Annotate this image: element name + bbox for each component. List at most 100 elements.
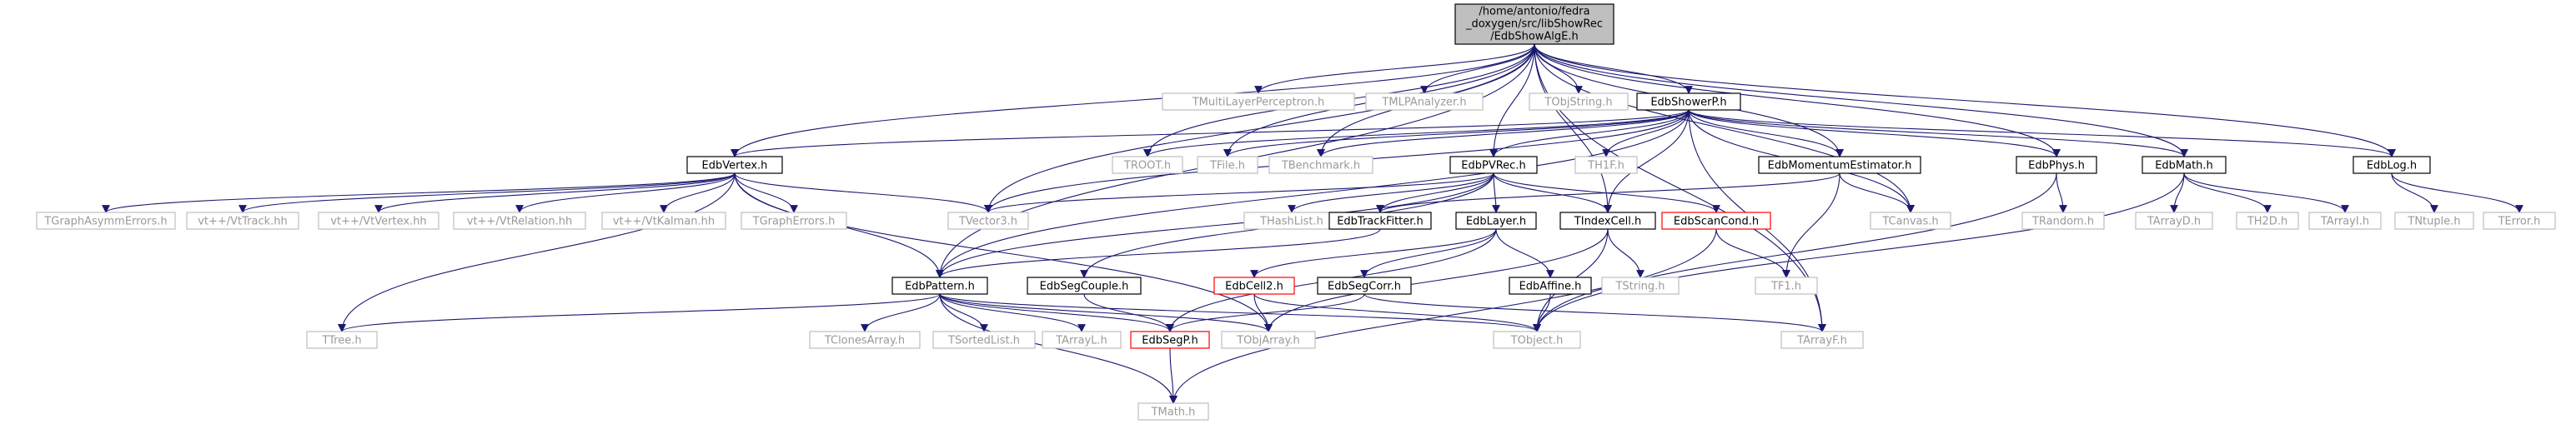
edge-vertex-to-ttree [338, 172, 736, 332]
node-label: vt++/VtKalman.hh [613, 216, 715, 228]
edge-phys-to-tobject [1533, 172, 2057, 332]
node-box [1042, 331, 1122, 349]
edge-math-to-tobject [1533, 172, 2185, 332]
edge-showerp-to-phys [1688, 109, 2061, 157]
node-showerp[interactable]: EdbShowerP.h [1636, 92, 1741, 111]
node-box [2016, 156, 2097, 174]
node-phys[interactable]: EdbPhys.h [2016, 156, 2097, 174]
node-scancond[interactable]: EdbScanCond.h [1661, 212, 1771, 230]
node-box [2308, 212, 2382, 230]
node-affine[interactable]: EdbAffine.h [1509, 277, 1592, 295]
node-label: TRandom.h [2031, 216, 2094, 228]
edge-phys-to-trandom [2056, 172, 2067, 213]
node-box [2236, 212, 2299, 230]
edge-log-to-terror [2391, 172, 2523, 213]
node-label: TClonesArray.h [824, 335, 905, 347]
node-trackfitter[interactable]: EdbTrackFitter.h [1328, 212, 1432, 230]
node-box [36, 212, 176, 230]
node-thashlist: THashList.h [1243, 212, 1340, 230]
edge-vertex-to-vtrel [515, 172, 736, 213]
node-label: vt++/VtVertex.hh [330, 216, 426, 228]
node-th1f: TH1F.h [1574, 156, 1638, 174]
node-tntuple: TNtuple.h [2394, 212, 2474, 230]
node-box [2394, 212, 2474, 230]
node-label: vt++/VtRelation.hh [467, 216, 572, 228]
node-label: EdbTrackFitter.h [1337, 216, 1424, 228]
node-segp[interactable]: EdbSegP.h [1130, 331, 1210, 349]
node-tvector3: TVector3.h [947, 212, 1029, 230]
node-momest[interactable]: EdbMomentumEstimator.h [1758, 156, 1921, 174]
node-box [1027, 277, 1142, 295]
node-label: EdbPattern.h [905, 281, 975, 293]
node-cell2[interactable]: EdbCell2.h [1213, 277, 1295, 295]
edge-showerp-to-pattern [936, 109, 1690, 278]
edge-showerp-to-pvrec [1489, 109, 1690, 157]
node-box [2353, 156, 2431, 174]
node-label: TBenchmark.h [1281, 160, 1360, 172]
node-box [1601, 277, 1680, 295]
edge-segp-to-tmath [1169, 347, 1178, 404]
edge-cell2-to-tobject [1253, 293, 1541, 332]
edge-vertex-to-tgrapherrors [734, 172, 798, 213]
node-segcorr[interactable]: EdbSegCorr.h [1317, 277, 1412, 295]
node-label: TSortedList.h [947, 335, 1020, 347]
node-box [186, 212, 299, 230]
node-root[interactable]: /home/antonio/fedra_doxygen/src/libShowR… [1454, 3, 1614, 45]
node-box [1197, 156, 1258, 174]
edge-showerp-to-troot [1143, 109, 1690, 157]
edge-pvrec-to-trackfitter [1376, 172, 1494, 213]
node-vttrack: vt++/VtTrack.hh [186, 212, 299, 230]
node-box [1454, 3, 1614, 45]
node-math[interactable]: EdbMath.h [2142, 156, 2227, 174]
node-label: EdbMomentumEstimator.h [1768, 160, 1912, 172]
node-tarrayf: TArrayF.h [1780, 331, 1864, 349]
node-vertex[interactable]: EdbVertex.h [686, 156, 783, 174]
node-label: EdbPVRec.h [1461, 160, 1525, 172]
node-label: TGraphAsymmErrors.h [43, 216, 167, 228]
node-box [453, 212, 586, 230]
node-box [1365, 92, 1484, 111]
node-box [1268, 156, 1373, 174]
node-label: EdbScanCond.h [1674, 216, 1759, 228]
node-label-line: _doxygen/src/libShowRec [1465, 18, 1603, 31]
edge-vertex-to-tobjarray [734, 172, 1273, 332]
node-label-line: /EdbShowAlgE.h [1490, 31, 1579, 43]
node-tindexcell[interactable]: TIndexCell.h [1559, 212, 1656, 230]
node-label: TObjArray.h [1236, 335, 1300, 347]
node-box [2135, 212, 2213, 230]
node-box [809, 331, 921, 349]
node-log[interactable]: EdbLog.h [2353, 156, 2431, 174]
edge-vertex-to-vtvertex [374, 172, 736, 213]
node-layer[interactable]: EdbLayer.h [1455, 212, 1537, 230]
node-pvrec[interactable]: EdbPVRec.h [1449, 156, 1538, 174]
node-box [1162, 92, 1355, 111]
node-label: TObjString.h [1544, 97, 1612, 109]
edge-showerp-to-tindexcell [1604, 109, 1690, 213]
node-box [1130, 331, 1210, 349]
node-label: TTree.h [321, 335, 361, 347]
edge-pvrec-to-thashlist [1288, 172, 1494, 213]
node-label: EdbSegP.h [1142, 335, 1198, 347]
node-segcouple[interactable]: EdbSegCouple.h [1027, 277, 1142, 295]
node-label: TArrayI.h [2320, 216, 2369, 228]
node-terror: TError.h [2483, 212, 2556, 230]
node-box [1455, 212, 1537, 230]
node-label: TMath.h [1151, 407, 1196, 419]
node-box [1112, 156, 1183, 174]
node-box [2142, 156, 2227, 174]
edge-root-to-tmlp [1254, 43, 1535, 94]
edge-pattern-to-segp [939, 293, 1174, 332]
node-box [686, 156, 783, 174]
node-tgrapherrors: TGraphErrors.h [741, 212, 847, 230]
node-box [1574, 156, 1638, 174]
edge-momest-to-trackfitter [1376, 172, 1840, 213]
node-pattern[interactable]: EdbPattern.h [891, 277, 988, 295]
node-label: TIndexCell.h [1574, 216, 1641, 228]
node-box [891, 277, 988, 295]
node-box [1661, 212, 1771, 230]
node-vtvertex: vt++/VtVertex.hh [318, 212, 439, 230]
edge-layer-to-segcorr [1360, 228, 1497, 278]
node-tmlp: TMultiLayerPerceptron.h [1162, 92, 1355, 111]
node-label: EdbShowerP.h [1650, 97, 1726, 109]
node-box [1317, 277, 1412, 295]
